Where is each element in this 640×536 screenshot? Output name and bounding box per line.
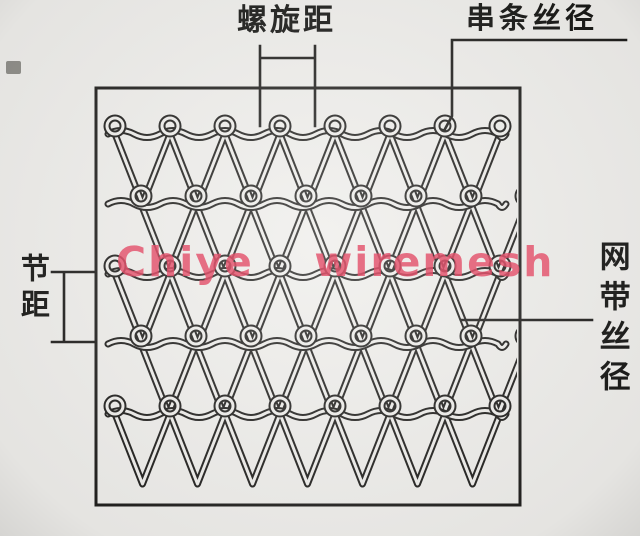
label-cross-rod-wire-diameter: 串条丝径 (466, 1, 599, 35)
photo-artifact-mark (6, 61, 21, 74)
pitch-dimension-bracket (50, 270, 98, 344)
border-box (94, 86, 522, 507)
label-pitch: 节距 (16, 253, 51, 325)
label-belt-wire-diameter: 网带丝径 (593, 240, 630, 400)
label-spiral-pitch: 螺旋距 (237, 3, 336, 38)
cross-rod-leader-line (443, 38, 628, 131)
dimension-lines (50, 38, 628, 344)
watermark: Chiye wiremesh (116, 238, 555, 286)
spiral-mesh-drawing (103, 114, 517, 488)
spiral-pitch-dimension-lines (258, 44, 317, 128)
